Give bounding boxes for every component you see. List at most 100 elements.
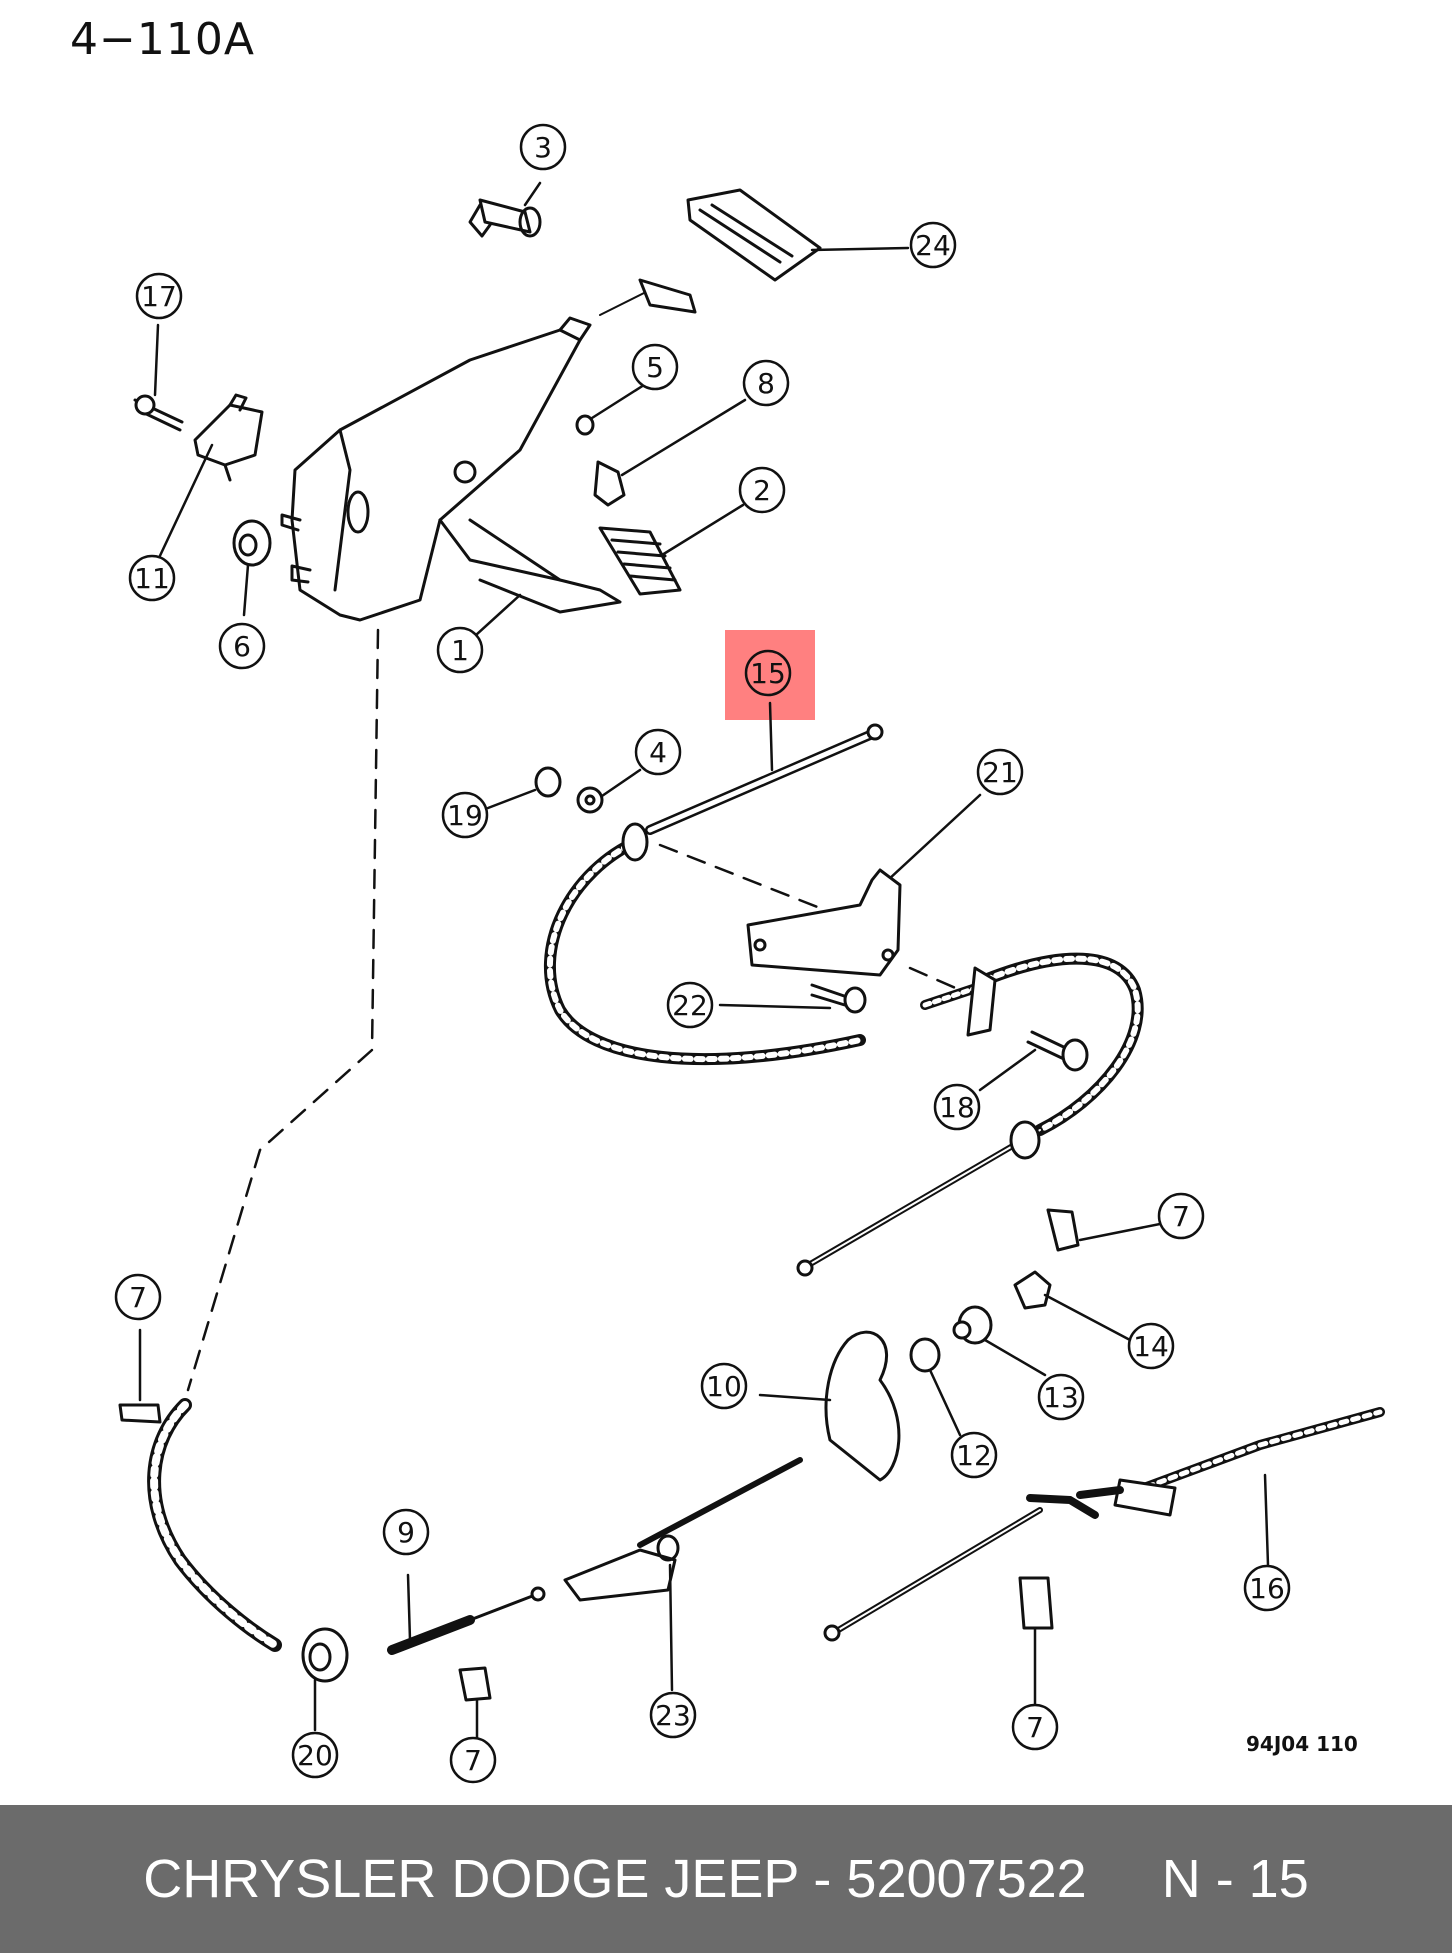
callout-circle <box>976 748 1024 796</box>
part-15-leader <box>768 701 774 772</box>
left-lower-cable <box>147 1398 282 1652</box>
callout-circle <box>700 1362 748 1410</box>
callout-label: 1 <box>451 634 469 667</box>
callout-label: 12 <box>956 1439 992 1472</box>
callout-circle <box>135 272 183 320</box>
callout-circle <box>1127 1322 1175 1370</box>
callout-label: 6 <box>233 630 251 663</box>
callout-circle <box>291 1731 339 1779</box>
part-7-clip-bottom-middle <box>458 1666 492 1742</box>
part-17-bolt <box>133 394 184 432</box>
callout-circle <box>742 359 790 407</box>
callout-label: 8 <box>757 367 775 400</box>
callout-circle <box>1157 1192 1205 1240</box>
callout-7: 7 <box>449 1736 497 1784</box>
callout-2: 2 <box>738 466 786 514</box>
part-10-equalizer <box>758 1330 901 1482</box>
callout-label: 7 <box>464 1744 482 1777</box>
mid-leader-lines <box>486 768 1037 1092</box>
callout-7: 7 <box>114 1273 162 1321</box>
callout-circle <box>128 554 176 602</box>
callout-circle <box>631 343 679 391</box>
callout-10: 10 <box>700 1362 748 1410</box>
callout-circle <box>449 1736 497 1784</box>
part-2-pedal-pad <box>598 526 682 596</box>
callout-label: 4 <box>649 736 667 769</box>
part-5-washer <box>575 414 595 436</box>
callout-label: 10 <box>706 1370 742 1403</box>
callout-label: 5 <box>646 351 664 384</box>
callout-1: 1 <box>436 626 484 674</box>
callout-21: 21 <box>976 748 1024 796</box>
callout-23: 23 <box>649 1691 697 1739</box>
callout-label: 9 <box>397 1516 415 1549</box>
footer-part-info: CHRYSLER DODGE JEEP - 52007522 N - 15 <box>143 1849 1309 1909</box>
part-6-grommet <box>232 519 272 567</box>
footer-bar: CHRYSLER DODGE JEEP - 52007522 N - 15 <box>0 1805 1452 1953</box>
callout-label: 23 <box>655 1699 691 1732</box>
part-7-clip-upper-right <box>1046 1208 1172 1252</box>
callout-circle <box>634 728 682 776</box>
callout-24: 24 <box>909 221 957 269</box>
part-22-bolt <box>810 983 867 1014</box>
callout-circle <box>519 123 567 171</box>
callout-circle <box>950 1431 998 1479</box>
callout-circle <box>1243 1564 1291 1612</box>
callout-label: 2 <box>753 474 771 507</box>
top-leader-lines <box>153 181 910 617</box>
callout-label: 17 <box>141 280 177 313</box>
part-13-fitting <box>952 1305 1047 1377</box>
callout-label: 22 <box>672 989 708 1022</box>
callout-7: 7 <box>1011 1703 1059 1751</box>
callout-20: 20 <box>291 1731 339 1779</box>
callout-circle <box>218 622 266 670</box>
callout-19: 19 <box>441 791 489 839</box>
callout-circle <box>1011 1703 1059 1751</box>
callout-label: 21 <box>982 756 1018 789</box>
callout-11: 11 <box>128 554 176 602</box>
callout-label: 16 <box>1249 1572 1285 1605</box>
callout-label: 19 <box>447 799 483 832</box>
part-1-pedal-assembly <box>280 278 697 622</box>
callout-circle <box>666 981 714 1029</box>
page-reference: 4−110A <box>70 14 255 65</box>
callout-9: 9 <box>382 1508 430 1556</box>
callout-14: 14 <box>1127 1322 1175 1370</box>
part-8-clip <box>593 460 626 507</box>
callout-3: 3 <box>519 123 567 171</box>
callout-16: 16 <box>1243 1564 1291 1612</box>
part-16-rear-cable <box>1076 1407 1385 1567</box>
callout-label: 14 <box>1133 1330 1169 1363</box>
callout-label: 7 <box>1172 1200 1190 1233</box>
callout-label: 7 <box>1026 1711 1044 1744</box>
callout-circle <box>744 649 792 697</box>
callout-18: 18 <box>933 1083 981 1131</box>
callout-17: 17 <box>135 272 183 320</box>
part-7-clip-bottom-right <box>1018 1576 1054 1707</box>
callout-label: 24 <box>915 229 951 262</box>
callout-12: 12 <box>950 1431 998 1479</box>
rear-right-cable <box>796 952 1144 1277</box>
callout-label: 15 <box>750 657 786 690</box>
callout-circle <box>909 221 957 269</box>
part-3-knob <box>468 198 542 238</box>
part-7-clip-left <box>118 1328 162 1424</box>
callout-13: 13 <box>1037 1373 1085 1421</box>
callout-label: 20 <box>297 1739 333 1772</box>
callout-circle <box>441 791 489 839</box>
part-21-bracket <box>746 868 902 977</box>
diagram-drawing: 1234567777891011121314151617181920212223… <box>114 123 1385 1784</box>
callout-label: 13 <box>1043 1381 1079 1414</box>
callout-8: 8 <box>742 359 790 407</box>
callout-6: 6 <box>218 622 266 670</box>
callout-circle <box>382 1508 430 1556</box>
callout-label: 7 <box>129 1281 147 1314</box>
part-11-switch <box>193 393 264 482</box>
callouts: 1234567777891011121314151617181920212223… <box>114 123 1291 1784</box>
part-12-washer <box>909 1337 962 1437</box>
part-20-grommet <box>301 1627 349 1732</box>
callout-4: 4 <box>634 728 682 776</box>
callout-circle <box>436 626 484 674</box>
part-15-front-cable <box>544 723 884 1066</box>
